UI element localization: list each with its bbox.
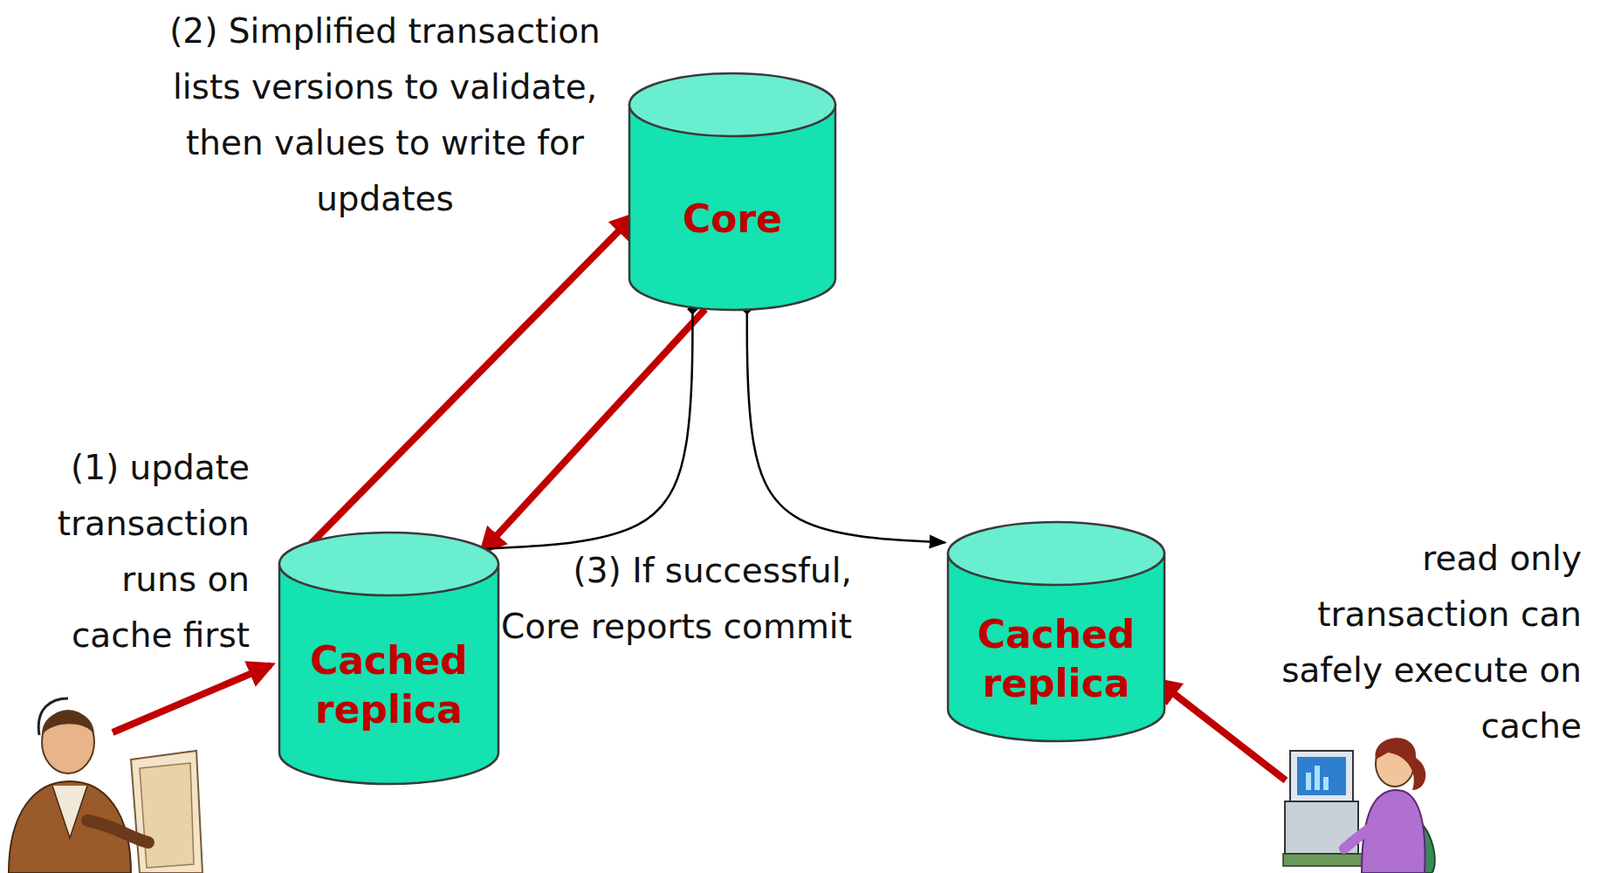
node-title: Core bbox=[682, 194, 783, 244]
cylinder-top bbox=[947, 521, 1165, 585]
node-title: Cached replica bbox=[288, 636, 490, 735]
user-arrow bbox=[1157, 680, 1286, 781]
replication-link bbox=[487, 309, 694, 549]
transaction-arrow bbox=[310, 215, 634, 544]
database-cylinder: Cached replica bbox=[277, 530, 501, 786]
step-note: (1) update transaction runs on cache fir… bbox=[13, 439, 250, 664]
cylinder-top bbox=[279, 532, 499, 596]
node-title: Cached replica bbox=[956, 610, 1156, 708]
replication-link bbox=[747, 309, 946, 543]
step-note: (3) If successful, Core reports commit bbox=[485, 542, 852, 655]
user-man bbox=[8, 698, 203, 873]
step-note: read only transaction can safely execute… bbox=[1229, 530, 1582, 755]
user-arrow bbox=[112, 665, 271, 733]
user-woman bbox=[1283, 737, 1436, 873]
database-cylinder: Cached replica bbox=[946, 520, 1167, 743]
database-cylinder: Core bbox=[627, 71, 838, 312]
transaction-arrow bbox=[482, 309, 706, 551]
cylinder-top bbox=[629, 73, 836, 137]
step-note: (2) Simplified transaction lists version… bbox=[162, 3, 608, 227]
cylinder-outline bbox=[627, 71, 838, 312]
cylinder-body bbox=[279, 563, 499, 784]
